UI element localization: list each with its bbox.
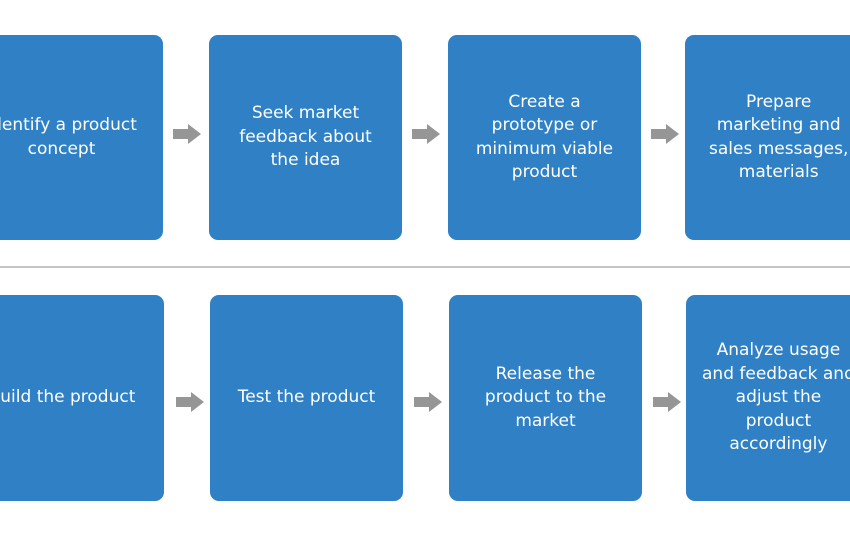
step-prepare-marketing: Prepare marketing and sales messages, ma… xyxy=(685,35,850,240)
step-seek-feedback: Seek market feedback about the idea xyxy=(209,35,402,240)
step-analyze-feedback: Analyze usage and feedback and adjust th… xyxy=(686,295,850,501)
step-label: Test the product xyxy=(237,387,376,408)
step-label: Identify a product concept xyxy=(0,115,137,159)
step-label: Prepare marketing and sales messages, ma… xyxy=(709,91,849,183)
arrow-right-icon xyxy=(651,124,679,144)
arrow-right-icon xyxy=(412,124,440,144)
step-label: Seek market feedback about the idea xyxy=(239,103,372,171)
step-identify-concept: Identify a product concept xyxy=(0,35,163,240)
step-release-product: Release the product to the market xyxy=(449,295,642,501)
step-label: Release the product to the market xyxy=(484,363,607,431)
step-label: Build the product xyxy=(0,387,136,408)
arrow-right-icon xyxy=(653,392,681,412)
step-build-product: Build the product xyxy=(0,295,164,501)
step-test-product: Test the product xyxy=(210,295,403,501)
step-create-prototype: Create a prototype or minimum viable pro… xyxy=(448,35,641,240)
step-label: Analyze usage and feedback and adjust th… xyxy=(702,340,850,455)
arrow-right-icon xyxy=(414,392,442,412)
arrow-right-icon xyxy=(173,124,201,144)
step-label: Create a prototype or minimum viable pro… xyxy=(475,91,614,183)
arrow-right-icon xyxy=(176,392,204,412)
row-divider xyxy=(0,266,850,268)
